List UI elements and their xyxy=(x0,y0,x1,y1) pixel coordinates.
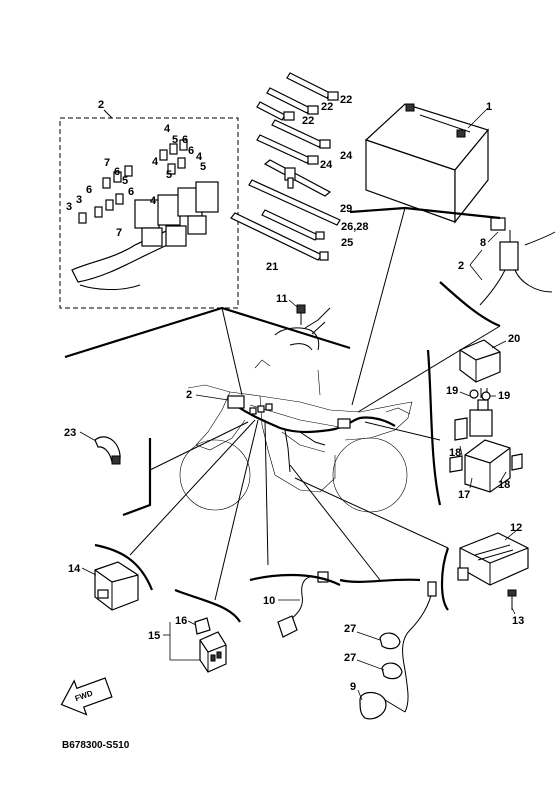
callout-4c: 4 xyxy=(196,151,203,163)
band-26-28[interactable] xyxy=(248,179,341,226)
callout-3b: 3 xyxy=(76,194,82,206)
callout-10: 10 xyxy=(263,595,275,607)
callout-6b: 6 xyxy=(86,184,92,196)
callout-5d: 5 xyxy=(166,169,172,181)
callout-14: 14 xyxy=(68,563,81,575)
relay-20[interactable] xyxy=(459,339,501,383)
callout-7b: 7 xyxy=(116,227,122,239)
callout-27b: 27 xyxy=(344,652,356,664)
callout-17: 17 xyxy=(458,489,470,501)
harness-block-on-bike[interactable] xyxy=(227,395,273,415)
callout-3a: 3 xyxy=(66,201,72,213)
divider-lines xyxy=(64,206,501,623)
ground-screw-harness[interactable] xyxy=(274,304,331,351)
clamp-27-lower[interactable] xyxy=(381,662,403,680)
module-14[interactable] xyxy=(94,561,139,611)
callout-4a: 4 xyxy=(150,195,157,207)
sensor-lead-10[interactable] xyxy=(277,571,329,638)
relay-harness-right[interactable] xyxy=(479,217,556,306)
callout-2-relay: 2 xyxy=(458,260,464,272)
callout-5b: 5 xyxy=(172,134,178,146)
callout-4b: 4 xyxy=(164,123,171,135)
bolt-13[interactable] xyxy=(507,589,517,610)
callout-7a: 7 xyxy=(104,157,110,169)
callout-8: 8 xyxy=(480,237,486,249)
battery[interactable] xyxy=(364,103,490,224)
callout-5a: 5 xyxy=(122,175,128,187)
callout-6a: 6 xyxy=(114,166,120,178)
diagram-code: B678300-S510 xyxy=(62,740,130,751)
starter-relay-assy[interactable] xyxy=(449,388,523,493)
clip-23[interactable] xyxy=(94,436,121,465)
fwd-arrow: FWD xyxy=(60,677,113,716)
callout-9: 9 xyxy=(350,681,356,693)
callout-2-box: 2 xyxy=(98,99,104,111)
harness-connector-block xyxy=(337,418,351,429)
band-21[interactable] xyxy=(230,212,329,261)
callout-16: 16 xyxy=(175,615,187,627)
rectifier-regulator[interactable] xyxy=(457,532,529,586)
callout-2-bike: 2 xyxy=(186,389,192,401)
callout-12: 12 xyxy=(510,522,522,534)
band-22-top[interactable] xyxy=(286,72,339,101)
callout-27a: 27 xyxy=(344,623,356,635)
harness-detail-box xyxy=(59,117,239,309)
callout-24a: 24 xyxy=(340,150,353,162)
band-22-mid[interactable] xyxy=(266,87,319,115)
motorcycle-outline xyxy=(179,359,413,513)
callout-13: 13 xyxy=(512,615,524,627)
callout-6d: 6 xyxy=(182,134,188,146)
callout-19b: 19 xyxy=(498,390,510,402)
callout-5c: 5 xyxy=(200,161,206,173)
band-24-upper[interactable] xyxy=(271,119,331,149)
callout-26-28: 26,28 xyxy=(341,221,369,233)
callout-4d: 4 xyxy=(152,156,159,168)
callout-19a: 19 xyxy=(446,385,458,397)
connector-leaders xyxy=(129,207,501,601)
main-harness xyxy=(234,404,396,434)
callout-24b: 24 xyxy=(320,159,333,171)
callout-11: 11 xyxy=(276,293,288,305)
band-29[interactable] xyxy=(263,159,332,197)
callout-22a: 22 xyxy=(340,94,352,106)
sensor-lead-9[interactable] xyxy=(359,581,437,720)
callout-18b: 18 xyxy=(498,479,510,491)
callout-20: 20 xyxy=(508,333,520,345)
callout-18a: 18 xyxy=(449,447,461,459)
connector-15-16[interactable] xyxy=(194,617,227,673)
callout-22c: 22 xyxy=(302,115,314,127)
callout-1: 1 xyxy=(486,101,492,113)
harness-drawing xyxy=(71,139,219,290)
band-24-lower[interactable] xyxy=(256,134,319,165)
band-22-low[interactable] xyxy=(256,101,295,121)
band-25[interactable] xyxy=(261,209,325,241)
callout-labels: 1 2 3 3 7 6 6 5 6 4 7 4 5 6 6 4 4 5 5 22… xyxy=(64,94,524,693)
harness-box-leader xyxy=(103,109,113,119)
callout-23: 23 xyxy=(64,427,76,439)
callout-6e: 6 xyxy=(188,145,194,157)
callout-29: 29 xyxy=(340,203,352,215)
callout-6c: 6 xyxy=(128,186,134,198)
clamp-27-upper[interactable] xyxy=(379,632,401,650)
harness-branch xyxy=(284,429,326,473)
callout-15: 15 xyxy=(148,630,160,642)
callout-22b: 22 xyxy=(321,101,333,113)
callout-25: 25 xyxy=(341,237,353,249)
callout-21: 21 xyxy=(266,261,278,273)
